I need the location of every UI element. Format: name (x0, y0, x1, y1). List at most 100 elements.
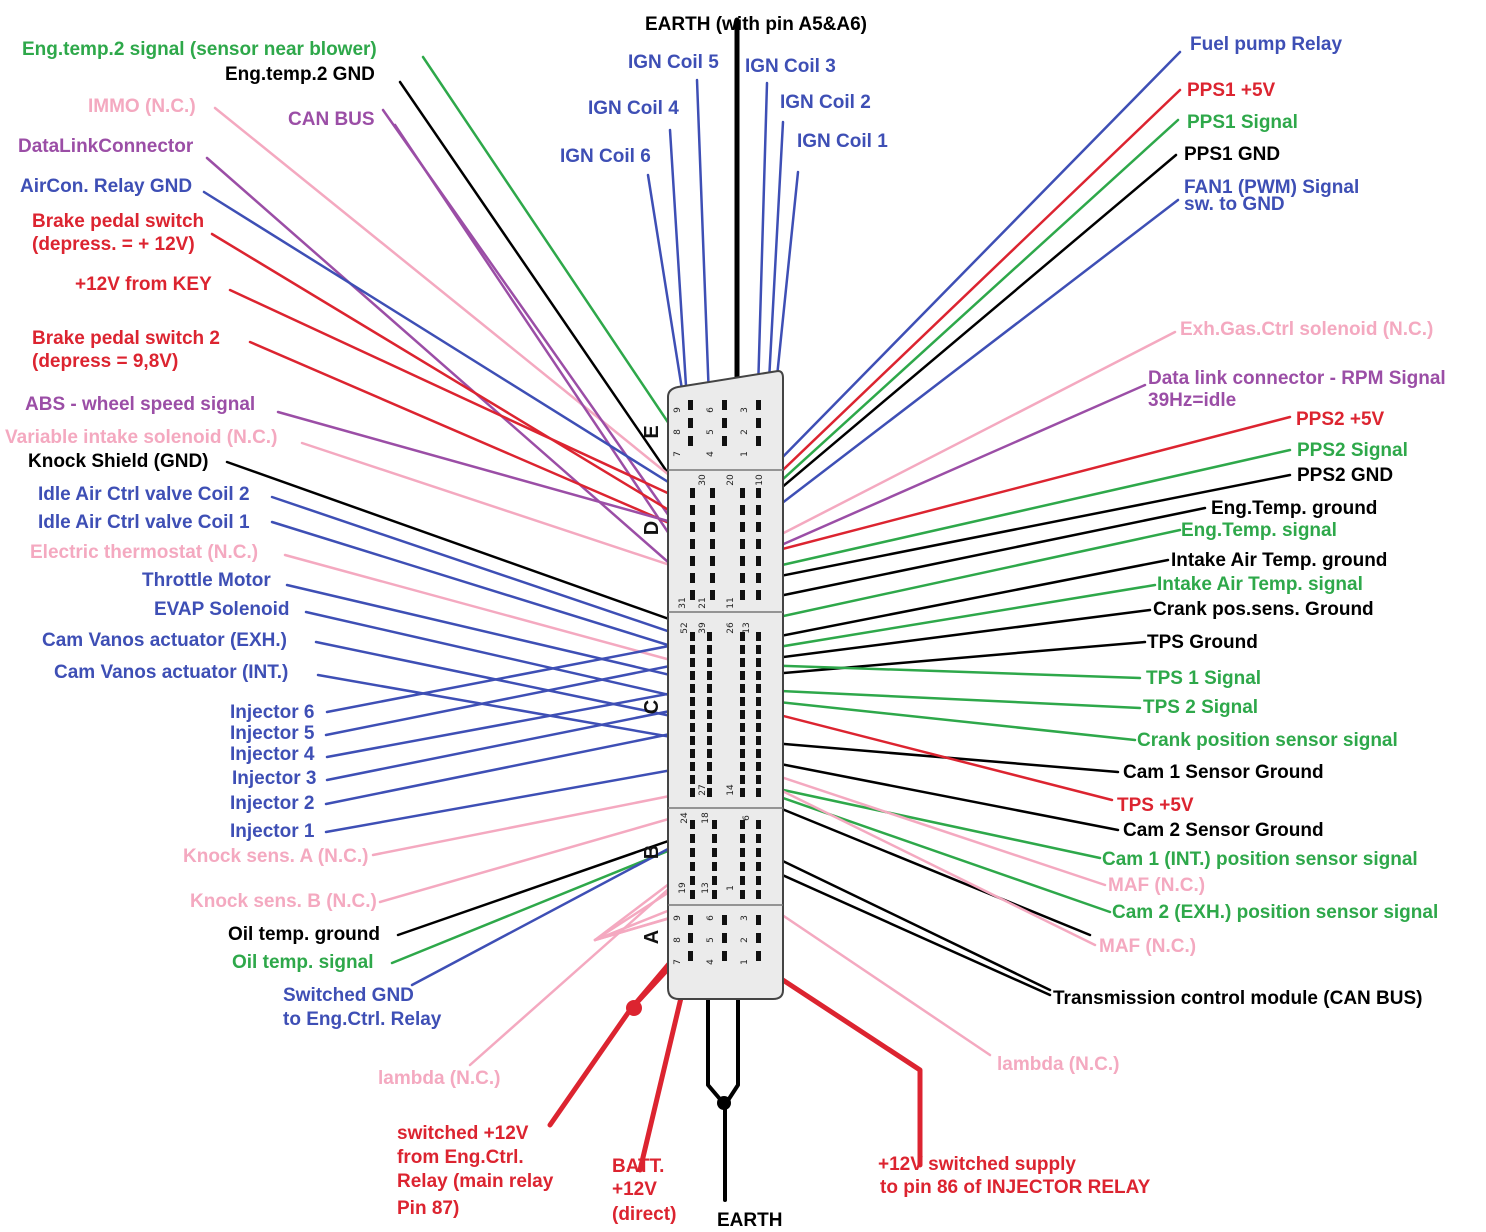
label-knock-shield: Knock Shield (GND) (28, 451, 209, 472)
pin-terminal (756, 834, 761, 843)
label-ign1: IGN Coil 1 (797, 131, 888, 152)
pin-number: 20 (726, 474, 736, 486)
pin-terminal (740, 710, 745, 719)
pin-terminal (756, 505, 761, 515)
pin-number: 18 (701, 812, 711, 824)
wire-green (758, 448, 1292, 572)
label-batt-c: (direct) (612, 1204, 676, 1225)
pin-terminal (756, 820, 761, 829)
pin-terminal (707, 788, 712, 797)
section-label: E (641, 425, 663, 438)
wire-blue (410, 830, 702, 987)
pin-number: 9 (673, 915, 683, 921)
pin-terminal (710, 539, 715, 549)
pin-terminal (710, 556, 715, 566)
wire-pink (378, 808, 702, 904)
pin-number: 2 (740, 937, 750, 943)
pin-terminal (690, 736, 695, 745)
label-dlc-rpm-a: Data link connector - RPM Signal (1148, 368, 1446, 389)
pin-terminal (756, 400, 761, 410)
pin-terminal (690, 775, 695, 784)
label-maf1: MAF (N.C.) (1108, 875, 1205, 896)
pin-number: 26 (726, 622, 736, 634)
wire-green (763, 528, 1182, 622)
label-sw12-a: switched +12V (397, 1123, 529, 1144)
pin-number: 1 (726, 885, 736, 891)
wire-blue (324, 658, 702, 737)
wire-black (398, 80, 702, 522)
pin-number: 31 (678, 597, 688, 608)
pin-terminal (756, 736, 761, 745)
wire-green (758, 663, 1142, 680)
pin-terminal (688, 951, 693, 961)
label-ign6: IGN Coil 6 (560, 146, 651, 167)
label-knock-b: Knock sens. B (N.C.) (190, 891, 377, 912)
label-inj5: Injector 5 (230, 723, 315, 744)
label-pps1-sig: PPS1 Signal (1187, 112, 1298, 133)
wire-black (758, 640, 1147, 677)
pin-terminal (688, 915, 693, 925)
wire-green (758, 698, 1137, 742)
pin-terminal (740, 684, 745, 693)
pin-terminal (756, 710, 761, 719)
pin-terminal (756, 539, 761, 549)
wire-pink (371, 788, 702, 857)
label-maf2: MAF (N.C.) (1099, 936, 1196, 957)
pin-terminal (690, 890, 695, 899)
wire-blue (765, 120, 785, 420)
label-cam2-sig: Cam 2 (EXH.) position sensor signal (1112, 902, 1438, 923)
pin-terminal (756, 862, 761, 871)
label-ign3: IGN Coil 3 (745, 56, 836, 77)
pin-number: 4 (706, 959, 716, 965)
wire-blue (695, 78, 712, 427)
pin-terminal (707, 762, 712, 771)
pin-terminal (756, 775, 761, 784)
pin-terminal (756, 488, 761, 498)
pin-terminal (756, 788, 761, 797)
wire-black (758, 848, 1052, 992)
pin-terminal (707, 723, 712, 732)
label-crank-gnd: Crank pos.sens. Ground (1153, 599, 1374, 620)
pin-number: 3 (740, 407, 750, 413)
pin-number: 3 (740, 915, 750, 921)
label-thermostat: Electric thermostat (N.C.) (30, 542, 258, 563)
pin-terminal (756, 522, 761, 532)
pin-terminal (740, 762, 745, 771)
pin-terminal (740, 788, 745, 797)
pin-terminal (756, 573, 761, 583)
label-immo: IMMO (N.C.) (88, 96, 196, 117)
pin-terminal (707, 671, 712, 680)
pin-terminal (690, 573, 695, 583)
pin-number: 14 (726, 784, 736, 796)
label-ign4: IGN Coil 4 (588, 98, 679, 119)
pin-terminal (740, 876, 745, 885)
label-oil-gnd: Oil temp. ground (228, 924, 380, 945)
label-eng-temp2-gnd: Eng.temp.2 GND (225, 64, 375, 85)
label-tcm: Transmission control module (CAN BUS) (1053, 988, 1422, 1009)
label-eng-temp-sig: Eng.Temp. signal (1181, 520, 1337, 541)
wire-pink (758, 778, 1097, 947)
pin-terminal (756, 671, 761, 680)
pin-terminal (707, 710, 712, 719)
wire-green (421, 55, 702, 472)
label-sw12-c: Relay (main relay (397, 1171, 554, 1192)
pin-number: 13 (742, 622, 752, 633)
wire-green (758, 583, 1157, 652)
wire-blue (202, 190, 707, 507)
pin-number: 6 (706, 407, 716, 413)
label-cam1-sig: Cam 1 (INT.) position sensor signal (1102, 849, 1418, 870)
section-label: D (641, 521, 663, 535)
label-eng-temp-gnd: Eng.Temp. ground (1211, 498, 1377, 519)
label-fan1-a: FAN1 (PWM) Signal (1184, 177, 1359, 198)
pin-terminal (722, 951, 727, 961)
label-pps2-5v: PPS2 +5V (1296, 409, 1385, 430)
wire-pink (283, 553, 702, 670)
label-cam1-gnd: Cam 1 Sensor Ground (1123, 762, 1324, 783)
pin-terminal (722, 436, 727, 446)
label-lambda-left: lambda (N.C.) (378, 1068, 500, 1089)
wire-purple (768, 383, 1147, 552)
wire-black (758, 798, 1092, 937)
label-knock-a: Knock sens. A (N.C.) (183, 846, 368, 867)
